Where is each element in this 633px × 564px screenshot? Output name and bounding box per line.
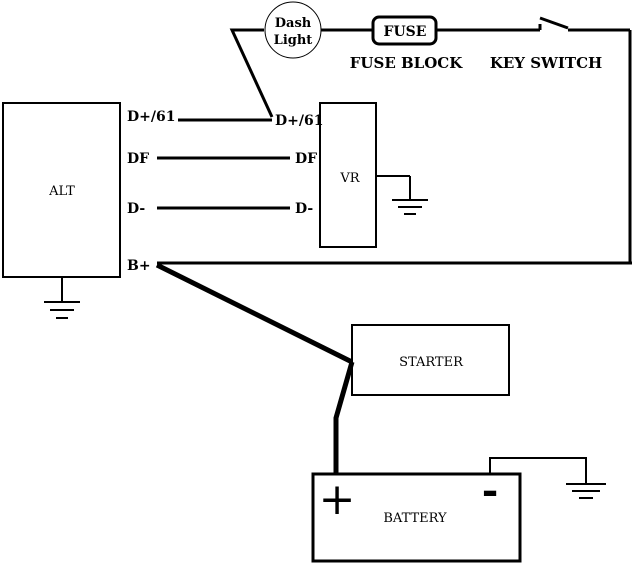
battery-negative-terminal: -: [482, 467, 499, 514]
vr-terminal-df: DF: [295, 151, 317, 167]
fuse: FUSE: [371, 15, 438, 46]
alternator-label: ALT: [48, 184, 75, 199]
ground-icon: [489, 457, 606, 499]
dash-light-label-line1: Dash: [275, 16, 312, 31]
ground-icon: [44, 277, 80, 319]
alt-terminal-b-plus: B+: [127, 258, 151, 274]
b-plus-starter-wire: [155, 262, 354, 365]
alt-terminal-d-minus: D-: [127, 201, 145, 217]
vr-terminal-d-plus: D+/61: [275, 113, 323, 129]
battery-positive-terminal: +: [319, 474, 356, 525]
alt-vr-wires: [157, 118, 290, 210]
key-switch-caption: KEY SWITCH: [490, 54, 602, 72]
alt-terminal-df: DF: [127, 151, 149, 167]
switch-icon: [538, 16, 630, 32]
dash-light: Dash Light: [264, 1, 322, 59]
regulator-label: VR: [339, 171, 360, 186]
battery: BATTERY + -: [311, 467, 522, 563]
starter-label: STARTER: [399, 355, 464, 370]
starter-battery-wire: [333, 361, 355, 474]
voltage-regulator: VR: [319, 102, 377, 248]
dash-light-label-line2: Light: [274, 33, 313, 48]
fuse-label: FUSE: [384, 24, 427, 40]
vr-terminal-d-minus: D-: [295, 201, 313, 217]
ground-icon: [376, 175, 428, 215]
starter: STARTER: [351, 324, 510, 396]
alt-terminal-d-plus: D+/61: [127, 109, 175, 125]
alternator: ALT: [2, 102, 121, 278]
fuse-block-caption: FUSE BLOCK: [350, 54, 463, 72]
dash-light-wire: [229, 28, 274, 118]
battery-label: BATTERY: [383, 511, 447, 526]
